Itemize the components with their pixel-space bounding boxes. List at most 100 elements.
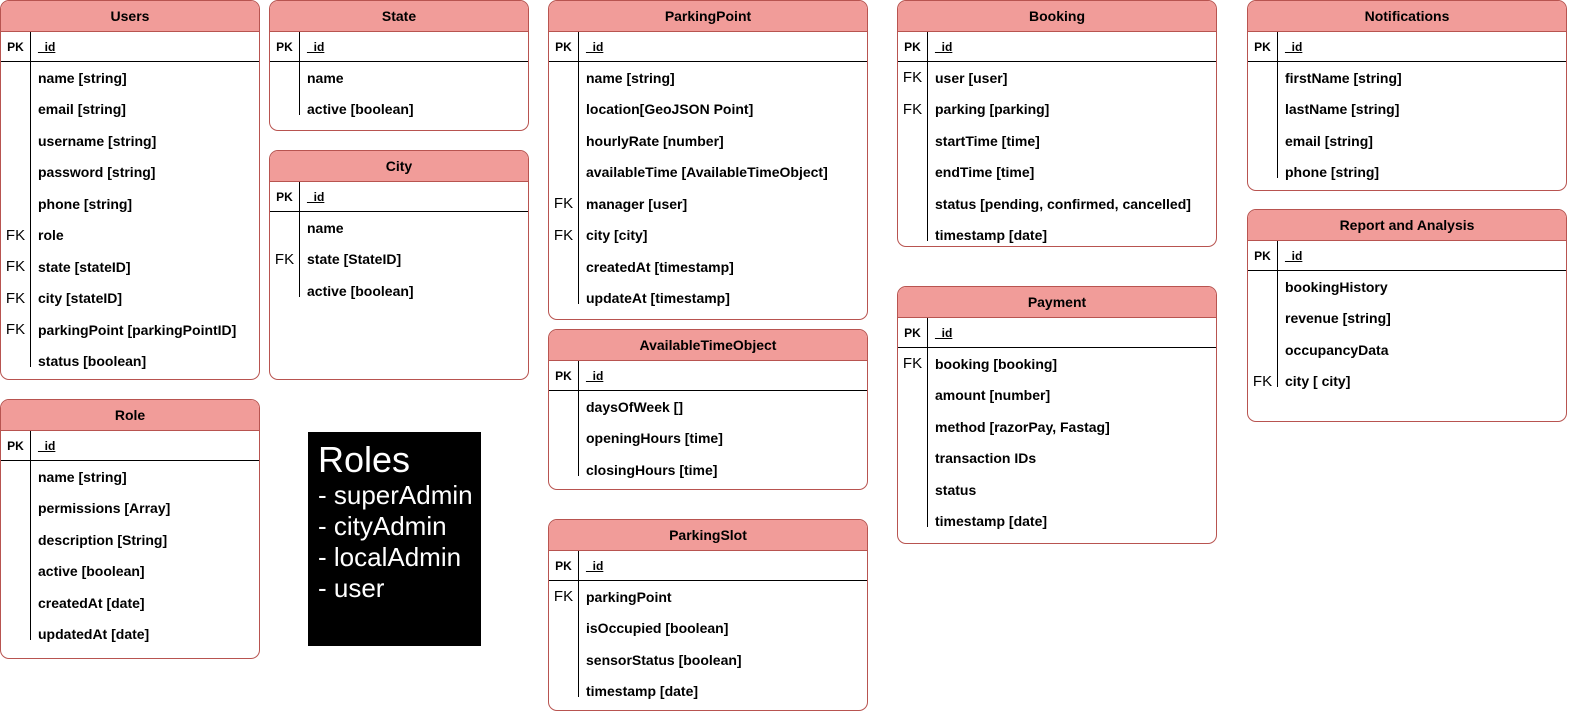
column-divider: [578, 361, 579, 390]
roles-note-item: - superAdmin: [318, 480, 473, 510]
field-name: description [String]: [38, 531, 168, 548]
pk-field-name: _id: [586, 558, 604, 573]
field-row: name: [270, 62, 528, 94]
field-name: city [city]: [586, 227, 648, 244]
field-row: lastName [string]: [1248, 94, 1566, 126]
key-label: FK: [553, 195, 574, 213]
field-list: name active [boolean]: [270, 62, 528, 125]
field-name: parking [parking]: [935, 101, 1050, 118]
field-row: openingHours [time]: [549, 423, 867, 455]
field-row: availableTime [AvailableTimeObject]: [549, 157, 867, 189]
field-name: name [string]: [38, 69, 127, 86]
field-name: startTime [time]: [935, 132, 1040, 149]
field-row: status [boolean]: [1, 346, 259, 378]
column-divider: [578, 32, 579, 61]
field-name: timestamp [date]: [586, 683, 699, 700]
entity-title: State: [270, 1, 528, 32]
column-divider: [299, 182, 300, 211]
field-row: name [string]: [1, 461, 259, 493]
key-label: FK: [902, 69, 923, 87]
entity-title: ParkingSlot: [549, 520, 867, 551]
field-name: name [string]: [38, 468, 127, 485]
field-list: name [string]permissions [Array]descript…: [1, 461, 259, 650]
field-name: status: [935, 481, 977, 498]
field-name: username [string]: [38, 132, 157, 149]
column-divider: [299, 32, 300, 61]
pk-field-name: _id: [38, 39, 56, 54]
pk-field-name: _id: [935, 325, 953, 340]
entity-title: ParkingPoint: [549, 1, 867, 32]
field-name: booking [booking]: [935, 355, 1058, 372]
key-label: FK: [902, 355, 923, 373]
field-row: username [string]: [1, 125, 259, 157]
entity-title: Report and Analysis: [1248, 210, 1566, 241]
field-name: timestamp [date]: [935, 227, 1048, 244]
key-label: FK: [5, 258, 26, 276]
column-divider: [578, 551, 579, 580]
roles-note-title: Roles: [318, 439, 411, 480]
key-label: FK: [1252, 372, 1273, 390]
field-list: bookingHistory revenue [string] occupancyD…: [1248, 271, 1566, 397]
field-name: availableTime [AvailableTimeObject]: [586, 164, 828, 181]
pk-label: PK: [1254, 248, 1271, 263]
roles-note-item: - user: [318, 573, 385, 603]
field-row: isOccupied [boolean]: [549, 613, 867, 645]
pk-label: PK: [555, 558, 572, 573]
primary-key-row: PK_id: [270, 182, 528, 212]
field-list: firstName [string]lastName [string]email…: [1248, 62, 1566, 188]
field-row: FK city [city]: [549, 220, 867, 252]
field-name: transaction IDs: [935, 450, 1037, 467]
column-divider: [30, 431, 31, 460]
key-label: FK: [553, 226, 574, 244]
field-row: updatedAt [date]: [1, 619, 259, 651]
field-row: location[GeoJSON Point]: [549, 94, 867, 126]
pk-label: PK: [904, 325, 921, 340]
field-row: bookingHistory: [1248, 271, 1566, 303]
field-name: name [string]: [586, 69, 675, 86]
field-name: daysOfWeek []: [586, 398, 683, 415]
field-name: manager [user]: [586, 195, 688, 212]
field-name: parkingPoint: [586, 588, 672, 605]
field-row: timestamp [date]: [898, 220, 1216, 247]
field-row: daysOfWeek []: [549, 391, 867, 423]
field-list: FK booking [booking] amount [number] method…: [898, 348, 1216, 537]
field-row: sensorStatus [boolean]: [549, 644, 867, 676]
key-label: FK: [5, 226, 26, 244]
field-name: endTime [time]: [935, 164, 1035, 181]
field-row: closingHours [time]: [549, 454, 867, 486]
roles-note: Roles - superAdmin - cityAdmin - localAd…: [308, 432, 481, 646]
field-name: occupancyData: [1285, 341, 1389, 358]
field-name: parkingPoint [parkingPointID]: [38, 321, 237, 338]
field-name: active [boolean]: [307, 101, 414, 118]
field-name: lastName [string]: [1285, 101, 1400, 118]
key-label: FK: [5, 289, 26, 307]
field-name: method [razorPay, Fastag]: [935, 418, 1110, 435]
primary-key-row: PK_id: [1, 431, 259, 461]
field-name: revenue [string]: [1285, 310, 1391, 327]
field-row: active [boolean]: [1, 556, 259, 588]
roles-note-item: - localAdmin: [318, 542, 462, 572]
field-row: active [boolean]: [270, 275, 528, 307]
field-row: hourlyRate [number]: [549, 125, 867, 157]
column-divider: [1277, 241, 1278, 270]
pk-label: PK: [276, 189, 293, 204]
field-name: timestamp [date]: [935, 513, 1048, 530]
field-name: status [pending, confirmed, cancelled]: [935, 195, 1191, 212]
pk-field-name: _id: [1285, 248, 1303, 263]
field-name: amount [number]: [935, 387, 1051, 404]
field-row: FK booking [booking]: [898, 348, 1216, 380]
